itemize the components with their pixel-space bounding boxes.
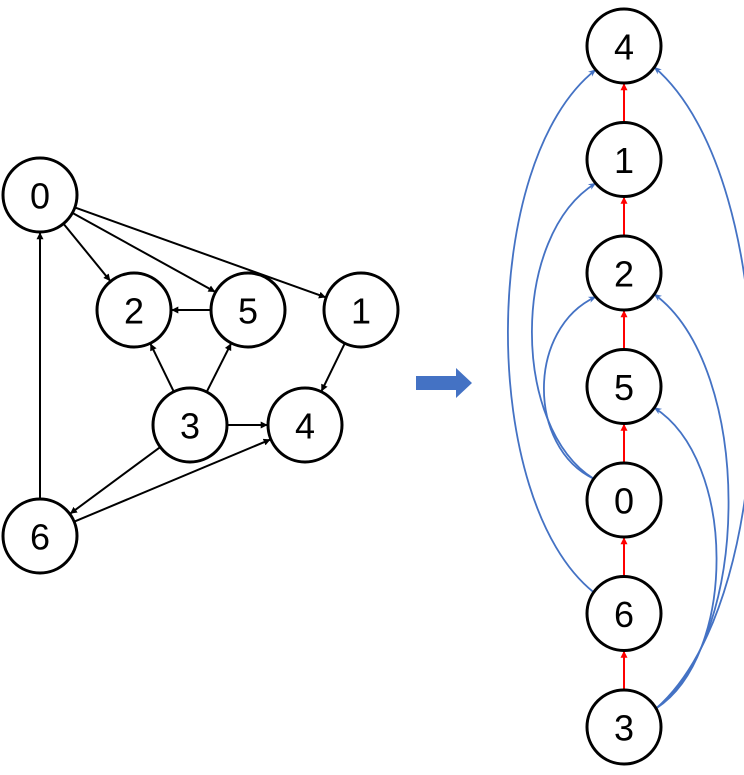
- skip-edge-0-to-1: [531, 182, 597, 480]
- order-node-2-circle: [585, 234, 663, 312]
- order-node-0-label: 0: [614, 481, 634, 522]
- node-6-label: 6: [30, 517, 50, 558]
- node-5: 5: [209, 271, 287, 349]
- topological-order-graph: 4 1 2 5 0 6 3: [507, 7, 744, 766]
- skip-edge-3-to-2: [653, 293, 730, 710]
- order-node-1-circle: [585, 121, 663, 198]
- skip-edge-3-to-5: [653, 406, 718, 710]
- order-node-5: 5: [585, 348, 663, 425]
- order-node-5-label: 5: [614, 367, 634, 408]
- edge-1-to-4: [320, 342, 346, 392]
- order-node-3-circle: [585, 688, 663, 766]
- edge-3-to-2: [149, 343, 175, 393]
- order-node-3-label: 3: [614, 708, 634, 749]
- node-2: 2: [95, 271, 173, 349]
- node-6: 6: [1, 497, 79, 575]
- order-node-1-label: 1: [614, 140, 634, 181]
- skip-edge-6-to-4: [507, 69, 597, 593]
- node-3: 3: [151, 386, 229, 464]
- skip-edge-3-to-4: [653, 66, 744, 710]
- order-node-6: 6: [585, 575, 663, 652]
- edge-0-to-1: [74, 206, 326, 299]
- order-node-5-circle: [585, 348, 663, 425]
- order-node-4-circle: [585, 7, 663, 85]
- order-node-6-label: 6: [614, 594, 634, 635]
- node-3-label: 3: [180, 406, 200, 447]
- original-graph-edges: [36, 206, 346, 523]
- original-graph-nodes: 0 2 5 1 3 4 6: [1, 156, 400, 575]
- topological-order-nodes: 4 1 2 5 0 6 3: [585, 7, 663, 766]
- right-arrow-icon: [416, 368, 472, 398]
- node-5-circle: [209, 271, 287, 349]
- edge-0-to-2: [62, 223, 111, 282]
- node-4: 4: [266, 386, 344, 464]
- order-node-0: 0: [585, 461, 663, 539]
- order-node-4: 4: [585, 7, 663, 85]
- order-node-4-label: 4: [614, 27, 634, 68]
- node-2-circle: [95, 271, 173, 349]
- node-2-label: 2: [124, 291, 144, 332]
- order-node-0-circle: [585, 461, 663, 539]
- order-node-2: 2: [585, 234, 663, 312]
- topological-order-edges: [507, 66, 744, 710]
- node-0-label: 0: [30, 176, 50, 217]
- node-4-circle: [266, 386, 344, 464]
- node-5-label: 5: [238, 291, 258, 332]
- edge-0-to-5: [71, 212, 216, 293]
- order-node-2-label: 2: [614, 254, 634, 295]
- order-node-6-circle: [585, 575, 663, 652]
- order-node-1: 1: [585, 121, 663, 198]
- edge-3-to-5: [205, 343, 232, 393]
- node-3-circle: [151, 386, 229, 464]
- node-1: 1: [322, 271, 400, 349]
- node-1-label: 1: [351, 291, 371, 332]
- node-6-circle: [1, 497, 79, 575]
- skip-edge-0-to-2: [543, 295, 597, 480]
- original-graph: 0 2 5 1 3 4 6: [1, 156, 400, 575]
- edge-6-to-4: [73, 438, 271, 523]
- edge-3-to-6: [69, 446, 161, 515]
- order-node-3: 3: [585, 688, 663, 766]
- node-4-label: 4: [295, 406, 315, 447]
- node-0: 0: [1, 156, 79, 234]
- node-1-circle: [322, 271, 400, 349]
- node-0-circle: [1, 156, 79, 234]
